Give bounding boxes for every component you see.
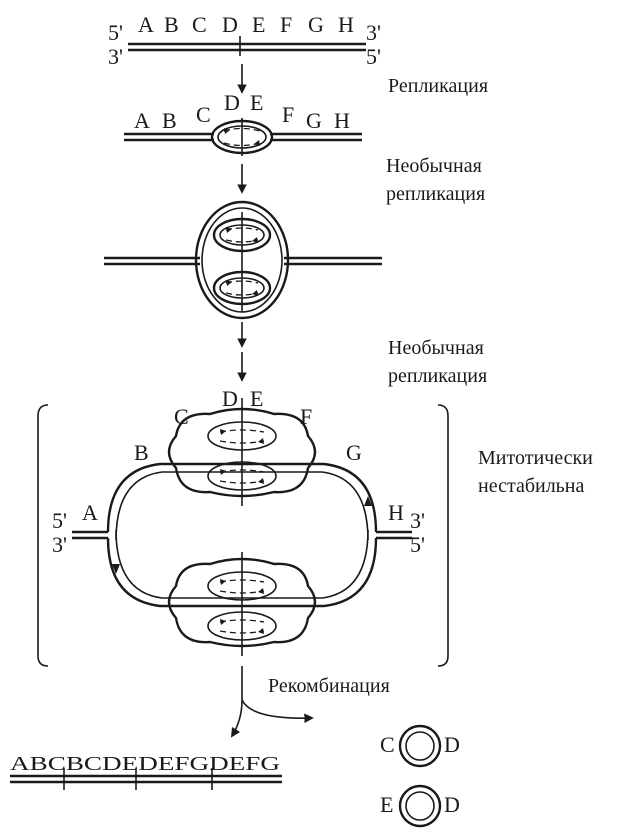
stage4-letter-e: E [250,386,263,411]
stage1-letters: A B C D E F G H [138,12,354,37]
stage4-unstable-structure: 5' 3' 3' 5' [38,386,448,666]
stage3-upper-arrowhead-1 [226,227,232,233]
caption-unstable-line2: нестабильна [478,475,585,497]
caption-unstable-line1: Митотически [478,447,593,469]
linear-product: ABCBCDEDEFGDEFG [10,753,282,790]
stage4-letter-f: F [300,404,312,429]
stage2-letter-e: E [250,90,263,115]
stage4-letter-d: D [222,386,238,411]
left-bracket [38,405,48,666]
caption-unusual-1-line1: Необычная [386,155,482,177]
stage1-letter-b: B [164,12,179,37]
stage1-end-3-bottom: 3' [108,44,123,69]
stage4-upper-arrowhead-2 [258,438,264,444]
stage4-lower-arrowhead-1 [220,579,226,585]
stage4-lower-arrowhead-4 [258,628,264,634]
stage1-letter-e: E [252,12,265,37]
stage4-end-5-right: 5' [410,532,425,557]
circular-product-1: C D [380,726,460,766]
stage1-letter-d: D [222,12,238,37]
stage1-letter-h: H [338,12,354,37]
circle1-inner [406,732,434,760]
caption-replication: Репликация [388,75,488,97]
caption-recombination: Рекомбинация [268,675,390,697]
stage4-upper-arrowhead-4 [258,478,264,484]
circle2-inner [406,792,434,820]
linear-product-sequence: ABCBCDEDEFGDEFG [10,753,280,775]
stage2-letter-g: G [306,108,322,133]
stage2-bubble: A B C D E F G H [124,90,362,156]
stage3-lower-arrowhead-1 [226,280,232,286]
stage4-letter-g: G [346,440,362,465]
stage2-letter-f: F [282,102,294,127]
recombination-arrow-right [242,700,312,718]
stage1-letter-f: F [280,12,292,37]
stage4-letter-c: C [174,404,189,429]
circle2-right-label: D [444,792,460,817]
stage1-end-5-top: 5' [108,20,123,45]
stage4-letter-b: B [134,440,149,465]
stage2-letter-d: D [224,90,240,115]
stage1-letter-g: G [308,12,324,37]
stage4-end-3-right: 3' [410,508,425,533]
caption-unusual-2-line2: репликация [388,365,487,387]
stage3-lower-arrowhead-2 [252,290,258,296]
stage4-lower-arrowhead-3 [220,619,226,625]
stage4-letter-a: A [82,500,98,525]
stage3-double-bubble [104,202,382,318]
stage1-letter-a: A [138,12,154,37]
stage4-lower-arrowhead-2 [258,588,264,594]
stage1-end-3-top: 3' [366,20,381,45]
stage1-linear-dna: 5' 3' 3' 5' A B C D E F G H [108,12,381,69]
stage2-letter-b: B [162,108,177,133]
recombination-arrow-down [232,666,242,736]
caption-unusual-1-line2: репликация [386,183,485,205]
caption-unusual-2-line1: Необычная [388,337,484,359]
stage1-letter-c: C [192,12,207,37]
stage3-upper-arrowhead-2 [252,237,258,243]
stage4-end-5-left: 5' [52,508,67,533]
stage2-letter-c: C [196,102,211,127]
circular-product-2: E D [380,786,460,826]
stage4-letter-h: H [388,500,404,525]
stage2-letter-a: A [134,108,150,133]
circle2-left-label: E [380,792,393,817]
stage4-end-3-left: 3' [52,532,67,557]
stage1-end-5-bottom: 5' [366,44,381,69]
circle1-right-label: D [444,732,460,757]
circle1-left-label: C [380,732,395,757]
right-bracket [438,405,448,666]
stage2-letter-h: H [334,108,350,133]
stage4-upper-arrowhead-1 [220,429,226,435]
